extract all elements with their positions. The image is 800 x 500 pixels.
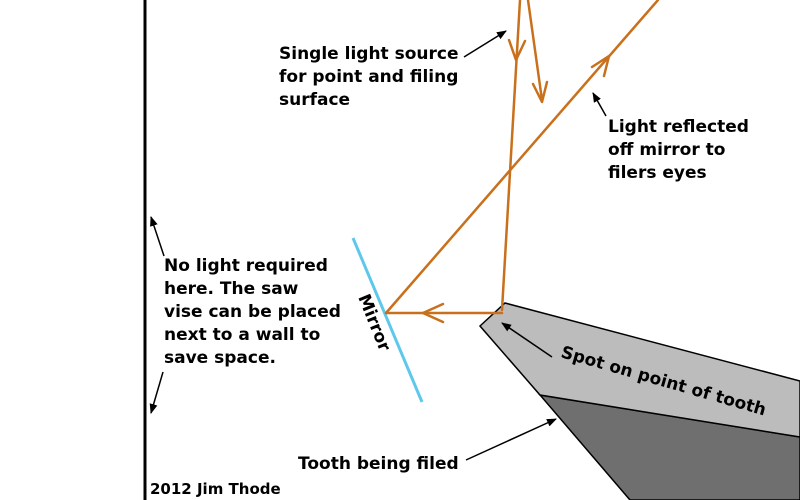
no-light-line-5: save space. [164, 348, 276, 368]
reflected-ray [384, 0, 660, 315]
arrowhead-to-mirror [421, 302, 445, 324]
credit-label: 2012 Jim Thode [150, 480, 281, 498]
mirror-line [351, 237, 424, 403]
arrow-no-light-up [150, 216, 165, 257]
arrowhead-left-ray [507, 38, 527, 62]
light-source-line-3: surface [279, 90, 351, 110]
reflected-label: Light reflected off mirror to filers eye… [608, 116, 749, 185]
no-light-line-1: No light required [164, 256, 328, 276]
light-source-line-2: for point and filing [279, 67, 459, 87]
reflected-line-3: filers eyes [608, 163, 707, 183]
arrow-spot [501, 322, 553, 358]
no-light-line-4: next to a wall to [164, 325, 321, 345]
light-rays [384, 0, 660, 324]
arrowhead-reflected [590, 54, 611, 78]
no-light-line-2: here. The saw [164, 279, 299, 299]
reflected-line-2: off mirror to [608, 140, 726, 160]
light-source-line-1: Single light source [279, 44, 459, 64]
no-light-line-3: vise can be placed [164, 302, 341, 322]
arrowhead-right-ray [531, 80, 549, 104]
arrow-no-light-down [149, 371, 164, 414]
pointer-arrows [149, 30, 607, 461]
light-source-label: Single light source for point and filing… [279, 43, 458, 112]
incoming-ray-right [526, 0, 544, 102]
no-light-label: No light required here. The saw vise can… [164, 255, 341, 370]
reflected-line-1: Light reflected [608, 117, 749, 137]
arrow-tooth [465, 418, 557, 461]
arrow-light-source [463, 30, 507, 58]
incoming-ray-left [500, 0, 522, 312]
tooth-label: Tooth being filed [298, 454, 459, 474]
tooth-light-face [478, 302, 800, 438]
arrow-reflected [592, 92, 607, 117]
